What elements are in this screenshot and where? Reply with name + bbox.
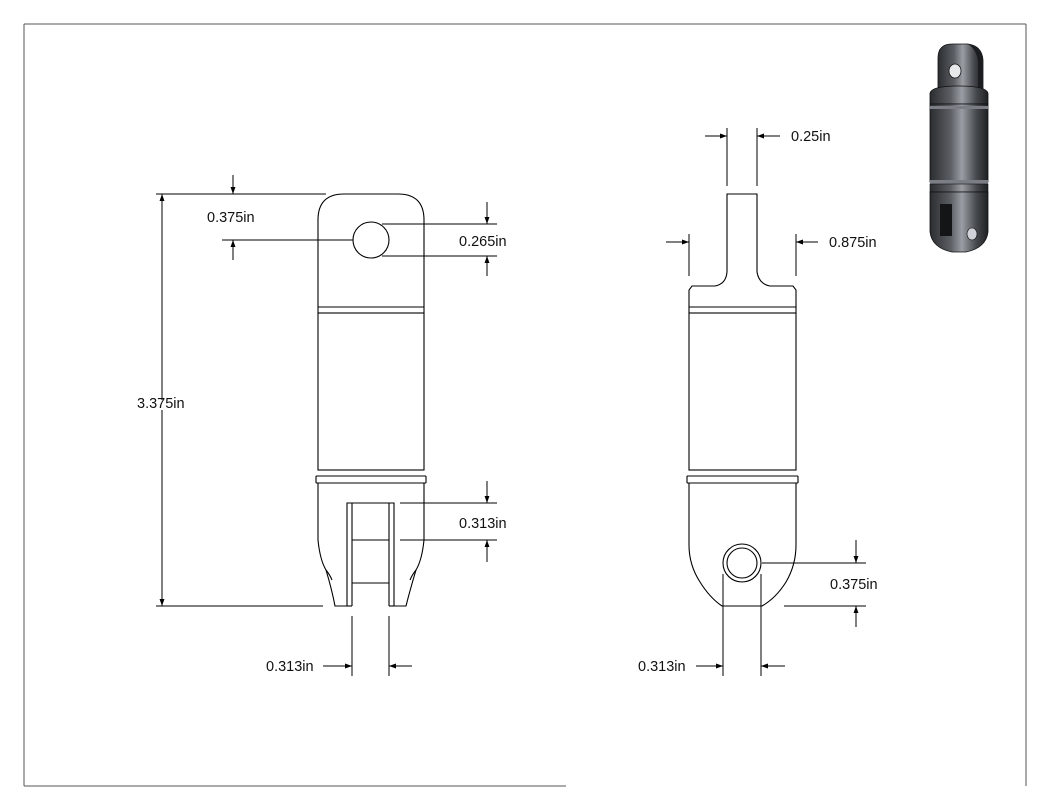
dim-side-hole-offset: 0.375in xyxy=(830,577,878,593)
dim-side-tab-thickness: 0.25in xyxy=(791,129,831,145)
dim-side-body-dia: 0.875in xyxy=(829,235,877,251)
dim-side-hole-dia: 0.313in xyxy=(638,659,686,675)
front-view xyxy=(315,193,427,607)
dim-front-top-radius: 0.375in xyxy=(207,210,255,226)
front-eye-hole xyxy=(352,221,390,259)
drawing-frame xyxy=(23,23,1027,787)
side-view xyxy=(686,193,799,607)
isometric-render xyxy=(929,43,989,253)
dim-front-slot-height: 0.313in xyxy=(459,516,507,532)
front-clevis-outline xyxy=(317,483,425,607)
dim-front-hole: 0.265in xyxy=(459,234,507,250)
side-clevis-outline xyxy=(688,483,797,607)
side-tab-outline xyxy=(688,193,797,308)
side-body xyxy=(688,312,797,471)
front-body xyxy=(317,312,425,471)
front-dimensions: 0.375in 0.265in 3.375in 0.313in 0.313in xyxy=(137,175,507,676)
front-eye-outline xyxy=(317,193,425,307)
dim-front-slot-width: 0.313in xyxy=(266,659,314,675)
dim-overall-length: 3.375in xyxy=(137,396,185,412)
side-dimensions: 0.25in 0.875in 0.375in 0.313in xyxy=(638,128,878,676)
side-hole-outer xyxy=(722,543,762,583)
side-hole-inner xyxy=(726,547,758,579)
